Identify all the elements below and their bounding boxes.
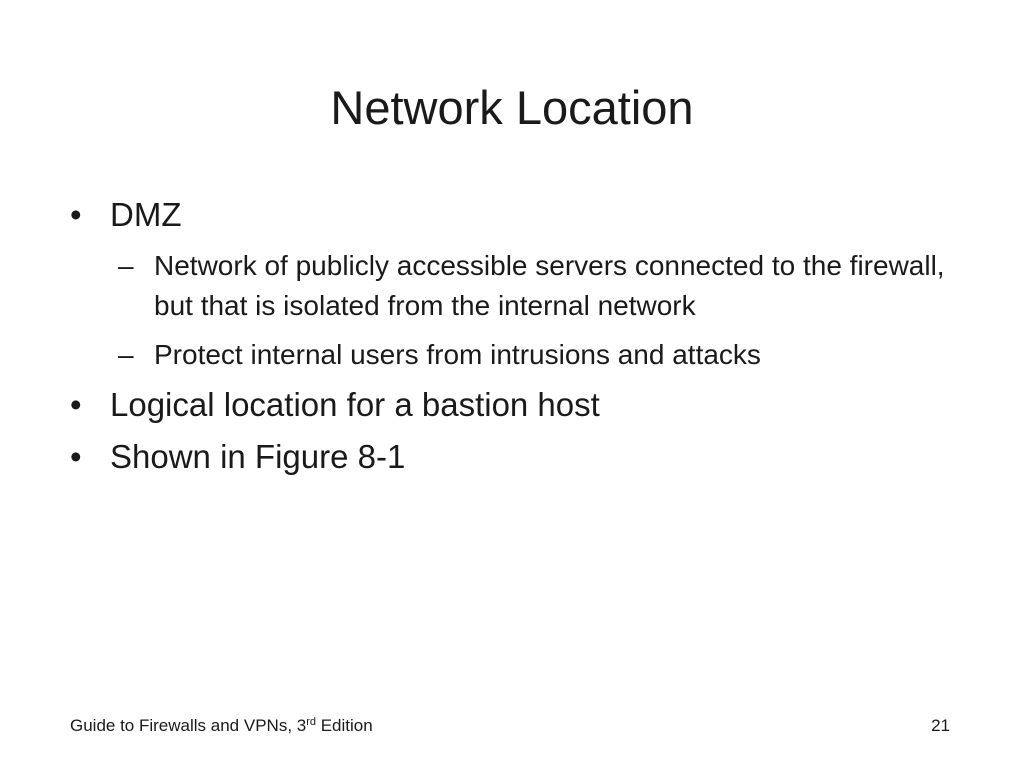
- bullet-text: Shown in Figure 8-1: [110, 438, 406, 475]
- sub-bullet-text: Network of publicly accessible servers c…: [154, 250, 945, 321]
- footer-title-superscript: rd: [306, 716, 316, 728]
- footer-title-prefix: Guide to Firewalls and VPNs, 3: [70, 716, 307, 735]
- footer-title-suffix: Edition: [316, 716, 373, 735]
- slide-body: • DMZ – Network of publicly accessible s…: [70, 194, 970, 488]
- sub-bullet-item: – Protect internal users from intrusions…: [70, 335, 970, 375]
- bullet-icon: •: [70, 438, 82, 475]
- bullet-text: DMZ: [110, 196, 182, 233]
- bullet-item: • Shown in Figure 8-1: [70, 436, 970, 478]
- bullet-text: Logical location for a bastion host: [110, 386, 600, 423]
- dash-icon: –: [118, 250, 134, 281]
- sub-bullet-text: Protect internal users from intrusions a…: [154, 339, 761, 370]
- bullet-icon: •: [70, 196, 82, 233]
- page-number: 21: [931, 716, 950, 735]
- bullet-icon: •: [70, 386, 82, 423]
- bullet-item: • DMZ: [70, 194, 970, 236]
- slide-title: Network Location: [330, 81, 694, 134]
- footer-book-title: Guide to Firewalls and VPNs, 3rd Edition: [70, 714, 373, 738]
- sub-bullet-item: – Network of publicly accessible servers…: [70, 246, 970, 326]
- bullet-item: • Logical location for a bastion host: [70, 384, 970, 426]
- dash-icon: –: [118, 339, 134, 370]
